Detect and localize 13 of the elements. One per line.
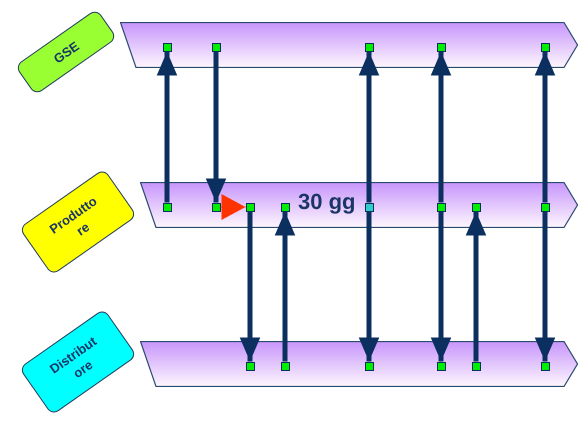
arrow — [240, 212, 260, 362]
arrow — [534, 212, 556, 362]
arrow — [156, 52, 178, 202]
arrow — [430, 52, 452, 202]
arrow — [358, 212, 380, 362]
arrow — [534, 52, 556, 202]
arrow — [358, 52, 380, 202]
arrow — [274, 212, 296, 362]
duration-label: 30 gg — [298, 189, 356, 215]
arrow — [220, 194, 246, 220]
arrow — [430, 212, 452, 362]
arrow — [466, 212, 486, 362]
arrow — [206, 52, 226, 202]
